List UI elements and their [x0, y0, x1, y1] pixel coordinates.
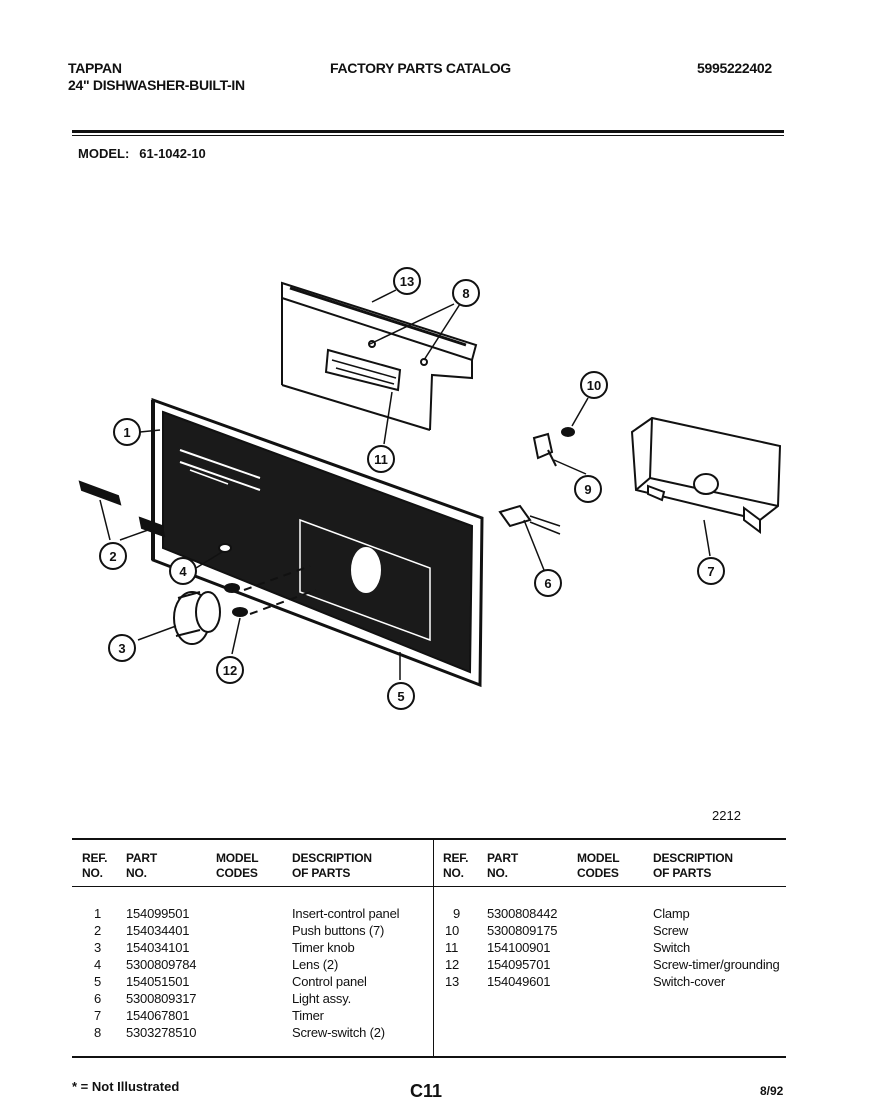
switch-cover-drawing	[281, 281, 478, 431]
callout-4: 4	[179, 564, 187, 579]
catalog-title: FACTORY PARTS CATALOG	[330, 60, 511, 76]
callout-1: 1	[123, 425, 130, 440]
model-line: MODEL: 61-1042-10	[78, 146, 206, 161]
callout-3: 3	[118, 641, 125, 656]
callout-8: 8	[462, 286, 469, 301]
light-assembly-drawing	[498, 504, 561, 535]
lens-drawing	[218, 543, 232, 553]
brand-name: TAPPAN	[68, 60, 122, 76]
timer-screws-drawing	[224, 565, 317, 617]
callout-13: 13	[400, 274, 414, 289]
page-id: C11	[410, 1081, 443, 1101]
table-bottom-rule	[72, 1056, 786, 1058]
header-rule-thin	[72, 135, 784, 136]
callout-12: 12	[223, 663, 237, 678]
header-rule	[72, 130, 784, 133]
timer-knob-drawing	[173, 591, 221, 645]
leader-lines	[99, 289, 711, 680]
catalog-number: 5995222402	[697, 60, 772, 76]
clamp-drawing	[532, 427, 575, 467]
revision-date: 8/92	[760, 1084, 784, 1098]
figure-number: 2212	[712, 808, 741, 823]
timer-drawing	[630, 416, 782, 534]
table-top-rule	[72, 838, 786, 840]
table-divider	[433, 840, 434, 1056]
push-buttons-drawing	[78, 480, 166, 538]
callout-6: 6	[544, 576, 551, 591]
callout-5: 5	[397, 689, 404, 704]
model-number: 61-1042-10	[139, 146, 206, 161]
table-header-rule	[72, 886, 786, 887]
switch-drawing	[324, 340, 428, 392]
exploded-parts-diagram: 1 2 3 4 5 6 7 8 9 10 11 12 13	[78, 267, 782, 710]
product-title: 24" DISHWASHER-BUILT-IN	[68, 77, 245, 93]
callout-11: 11	[374, 452, 388, 467]
callout-10: 10	[587, 378, 601, 393]
footnote: * = Not Illustrated	[72, 1079, 180, 1094]
col-ref: REF.NO.	[82, 851, 108, 880]
model-label: MODEL:	[78, 146, 130, 161]
callout-9: 9	[584, 482, 591, 497]
callout-2: 2	[109, 549, 116, 564]
control-panel-drawing	[151, 397, 484, 688]
callout-7: 7	[707, 564, 714, 579]
col-ref: REF.NO.	[443, 851, 469, 880]
